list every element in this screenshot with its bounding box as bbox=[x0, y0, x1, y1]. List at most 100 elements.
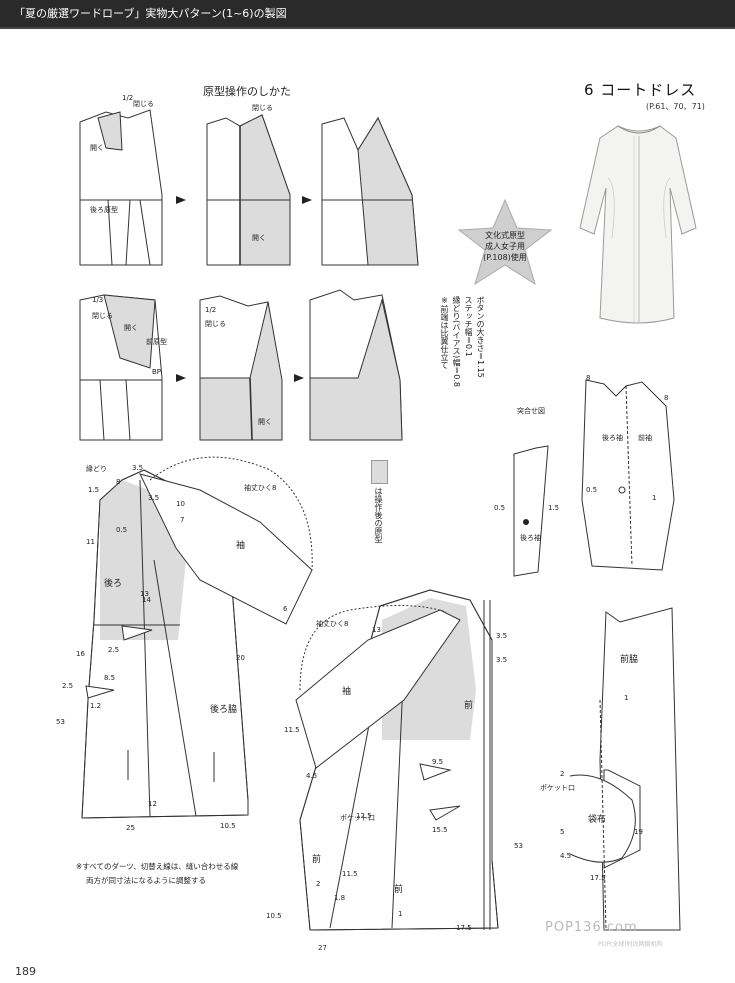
measure-11-5-b: 11.5 bbox=[342, 870, 358, 878]
sewing-notes: ボタンの大きさ＝1.15 ステッチ幅＝0.1 縁どり(バイアス)幅＝0.8 ※前… bbox=[438, 296, 486, 411]
measure-2-a: 2 bbox=[560, 770, 564, 778]
measure-1-5-a: 1.5 bbox=[88, 486, 99, 494]
badge-line-1: 文化式原型 bbox=[485, 231, 525, 240]
label-close-2: 閉じる bbox=[252, 104, 273, 112]
note-button-size: ボタンの大きさ＝1.15 bbox=[476, 296, 485, 378]
front-pattern bbox=[299, 589, 499, 931]
measure-17-5-a: 17.5 bbox=[456, 924, 472, 932]
label-third: 1/3 bbox=[92, 296, 103, 304]
label-pocket-mouth-1: ポケット口 bbox=[340, 814, 375, 822]
measure-4-5-a: 4.5 bbox=[306, 772, 317, 780]
measure-12-5-a: 12.5 bbox=[356, 812, 372, 820]
measure-3-5-c: 3.5 bbox=[496, 632, 507, 640]
measure-10-5-b: 10.5 bbox=[266, 912, 282, 920]
measure-19-a: 19 bbox=[634, 828, 643, 836]
measure-1-2-a: 1.2 bbox=[90, 702, 101, 710]
measure-11-5-a: 11.5 bbox=[284, 726, 300, 734]
header-bar: 「夏の厳選ワードローブ」実物大パターン(1~6)の製図 bbox=[0, 0, 735, 27]
measure-10-a: 10 bbox=[176, 500, 185, 508]
label-open-1: 開く bbox=[90, 144, 104, 152]
header-rule bbox=[0, 27, 735, 29]
measure-0-5-c: 0.5 bbox=[494, 504, 505, 512]
label-close-4: 閉じる bbox=[205, 320, 226, 328]
label-front-side-num: 1 bbox=[624, 694, 628, 702]
label-binding: 縁どり bbox=[86, 464, 107, 473]
measure-27-a: 27 bbox=[318, 944, 327, 952]
measure-3-5-d: 3.5 bbox=[496, 656, 507, 664]
measure-8-a: 8 bbox=[116, 478, 120, 486]
label-back-sleeve: 後ろ袖 bbox=[602, 433, 623, 442]
note-front-edge: ※前端は比翼仕立て bbox=[440, 296, 449, 369]
measure-15-5-a: 15.5 bbox=[432, 826, 448, 834]
label-open-4: 開く bbox=[258, 418, 272, 426]
footnote-line-1: ※すべてのダーツ、切替え線は、縫い合わせる線 bbox=[76, 862, 239, 871]
back-bodice-step-1 bbox=[79, 109, 163, 266]
label-front-base: 前原型 bbox=[146, 337, 167, 346]
footnote-line-2: 両方が同寸法になるように調整する bbox=[86, 876, 206, 885]
measure-8-b: 8 bbox=[586, 374, 590, 382]
back-sleeve-pattern bbox=[139, 456, 313, 625]
measure-13-a: 13 bbox=[140, 590, 149, 598]
measure-1-8-a: 1.8 bbox=[334, 894, 345, 902]
watermark: POP136.com bbox=[545, 920, 638, 935]
label-back: 後ろ bbox=[104, 577, 122, 589]
product-title: 6 コートドレス bbox=[584, 81, 697, 99]
measure-20-a: 20 bbox=[236, 654, 245, 662]
label-front-side: 前脇 bbox=[620, 653, 638, 665]
measure-6-a: 6 bbox=[283, 605, 288, 613]
label-open-3: 開く bbox=[124, 324, 138, 332]
label-close-3: 閉じる bbox=[92, 312, 113, 320]
measure-12-a: 12 bbox=[148, 800, 157, 808]
note-binding: 縁どり(バイアス)幅＝0.8 bbox=[452, 296, 461, 387]
measure-7-a: 7 bbox=[180, 516, 184, 524]
label-front-1-name: 前 bbox=[394, 883, 403, 895]
label-back-sleeve-2: 後ろ袖 bbox=[520, 533, 541, 542]
label-back-base: 後ろ原型 bbox=[90, 205, 118, 214]
front-bodice-step-3 bbox=[309, 289, 403, 441]
measure-17-5-b: 17.5 bbox=[590, 874, 606, 882]
measure-16-a: 16 bbox=[76, 650, 85, 658]
legend-swatch bbox=[371, 460, 388, 484]
base-pattern-badge: 文化式原型 成人女子用 (P.108)使用 bbox=[455, 198, 555, 288]
measure-8-5-a: 8.5 bbox=[104, 674, 115, 682]
badge-line-3: (P.108)使用 bbox=[483, 253, 527, 262]
label-front: 前 bbox=[464, 699, 473, 711]
front-sleeve-pattern bbox=[295, 605, 461, 769]
product-pages: (P.61、70、71) bbox=[646, 102, 705, 111]
sleeve-assembly bbox=[513, 379, 675, 577]
measure-1-a: 1 bbox=[652, 494, 656, 502]
measure-25-a: 25 bbox=[126, 824, 135, 832]
measure-14-a: 14 bbox=[142, 596, 151, 604]
measure-9-5-a: 9.5 bbox=[432, 758, 443, 766]
label-half-2: 1/2 bbox=[205, 306, 216, 314]
back-bodice-step-3 bbox=[321, 116, 419, 266]
measure-3-5-a: 3.5 bbox=[132, 464, 143, 472]
measure-10-5-a: 10.5 bbox=[220, 822, 236, 830]
section-title: 原型操作のしかた bbox=[203, 85, 291, 98]
label-pocket-bag: 袋布 bbox=[588, 813, 606, 825]
measure-3-5-b: 3.5 bbox=[148, 494, 159, 502]
front-bodice-step-1 bbox=[79, 294, 163, 441]
measure-4-5-b: 4.5 bbox=[560, 852, 571, 860]
back-bodice-step-2 bbox=[206, 114, 291, 266]
label-sleeve-front: 袖 bbox=[342, 685, 351, 697]
measure-53-b: 53 bbox=[514, 842, 523, 850]
label-half-close: 1/2 bbox=[122, 94, 133, 102]
label-pocket-mouth-2: ポケット口 bbox=[540, 784, 575, 792]
legend-text: は操作後の原型 bbox=[374, 487, 383, 543]
measure-0-5-b: 0.5 bbox=[586, 486, 597, 494]
front-side-pattern bbox=[569, 607, 681, 931]
label-front-sleeve: 前袖 bbox=[638, 433, 652, 442]
label-sleeve-length-1: 袖丈ひく8 bbox=[244, 483, 276, 492]
label-bp: BP bbox=[152, 368, 161, 376]
watermark-sub: POP(全球)时尚网络机构 bbox=[598, 941, 663, 948]
label-sleeve-length-2: 袖丈ひく8 bbox=[316, 619, 348, 628]
front-bodice-step-2 bbox=[199, 295, 283, 441]
label-close-1: 閉じる bbox=[133, 100, 154, 108]
measure-53-a: 53 bbox=[56, 718, 65, 726]
measure-2-5-a: 2.5 bbox=[108, 646, 119, 654]
measure-13-b: 13 bbox=[372, 626, 381, 634]
measure-5-a: 5 bbox=[560, 828, 564, 836]
header-title: 「夏の厳選ワードローブ」実物大パターン(1~6)の製図 bbox=[14, 7, 287, 20]
